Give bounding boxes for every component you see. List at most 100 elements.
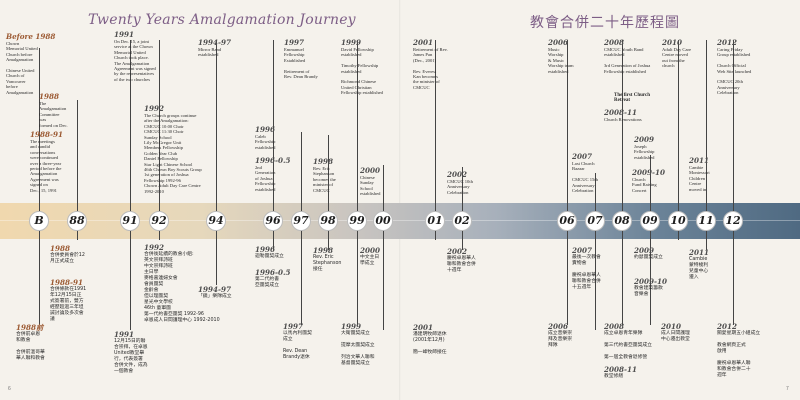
event-text: CMCUC 10th Anniversary Celebration	[447, 179, 473, 195]
event-year: 1996-0.5	[255, 156, 291, 165]
connector-line-down	[77, 231, 78, 240]
event-text: The Amalgamation Committee was formed on…	[39, 101, 68, 128]
connector-line-down	[130, 231, 131, 330]
connector-line-down	[462, 231, 463, 250]
event-year: 2009	[634, 246, 655, 255]
event-text: 大衛團契成立 提摩太團契成立 列治文華人聯和 基督團契成立	[341, 331, 375, 366]
timeline-node: 09	[640, 211, 660, 231]
event-year: 2010	[662, 38, 683, 47]
connector-line-down	[706, 231, 707, 250]
event-text: 2nd Generation of Joshua Fellowship esta…	[255, 165, 276, 192]
event-year: 1992	[144, 104, 165, 113]
event-text: Rev. Eric Stephanson 接任	[313, 255, 342, 272]
event-year: 1997	[283, 322, 304, 331]
event-text: Adult Day Care Centre moved out from the…	[662, 47, 692, 69]
event-text: The meetings and candid conversations we…	[30, 139, 62, 193]
event-text: 12月15日的聯 合崇拜，在卓恩 United教堂舉 行，代表簽署 合併文件，成…	[114, 339, 148, 374]
event-year: 1999	[341, 322, 362, 331]
event-zh: 1994-97「鏡」樂隊成立	[198, 285, 232, 300]
event-year: 2001	[413, 323, 434, 332]
connector-line-up	[159, 40, 160, 211]
event-year: 2007	[572, 152, 593, 161]
connector-line-down	[39, 231, 40, 325]
event-year: 2007	[572, 246, 593, 255]
connector-line-up	[462, 167, 463, 211]
event-text: Mirror Band established	[198, 47, 222, 58]
event-year: 2002	[447, 247, 468, 256]
event-year: 2009-10	[634, 277, 667, 286]
event-year: 2008-11	[604, 365, 637, 374]
connector-line-up	[301, 132, 302, 211]
connector-line-down	[383, 231, 384, 330]
event-year: 2006	[548, 322, 569, 331]
event-text: 教堂修繕	[604, 374, 624, 379]
event-year: 2012	[717, 38, 738, 47]
event-text: 「鏡」樂隊成立	[198, 294, 232, 299]
event-year: 1997	[284, 38, 305, 47]
timeline-node: 88	[67, 211, 87, 231]
event-text: Caleb Fellowship established	[255, 134, 276, 150]
page-number-left: 6	[8, 386, 11, 392]
event-text: 以馬內利團契 成立 Rev. Dean Brandy退休	[283, 331, 312, 360]
event-year: 1994-97	[198, 285, 231, 294]
event-text: Caring Friday Group established Church O…	[717, 47, 752, 96]
connector-line-down	[733, 231, 734, 325]
event-text: 成立卓恩青年樂隊 第三代約書亞團契成立 第一屆全教會退修營	[604, 331, 652, 360]
connector-line-down	[435, 231, 436, 240]
event-text: 慶祝卓恩華人 聯和教會合併 十週年	[447, 256, 476, 273]
event-year: 1998	[313, 157, 334, 166]
timeline-node: 99	[347, 211, 367, 231]
connector-line-up	[273, 40, 274, 211]
event-text: Emmanuel Fellowship Established Retireme…	[284, 47, 318, 80]
event-year: 1996	[255, 245, 276, 254]
page-number-right: 7	[786, 386, 789, 392]
event-text: 合併條款在1991 年12月15日正 式簽署前，雙方 經歷超過三年坦 誠討論及多…	[50, 287, 87, 322]
connector-line-down	[301, 231, 302, 325]
event-text: 成人日間護理 中心遷出教堂	[661, 331, 690, 342]
timeline-node: 12	[723, 211, 743, 231]
connector-line-down	[159, 231, 160, 240]
event-text: 潘建明牧師退休 (2001年12月) 簡一峰牧師接任	[413, 332, 447, 355]
event-year: 1988-91	[30, 130, 63, 139]
connector-line-down	[328, 231, 329, 250]
connector-line-up	[595, 173, 596, 211]
event-text: 最後一次教會 賣物會 慶祝卓恩華人 聯和教會合併 十五週年	[572, 255, 601, 290]
connector-line-up	[435, 40, 436, 211]
event-year: 2008-11	[604, 108, 637, 117]
timeline-node: 97	[291, 211, 311, 231]
connector-line-up	[733, 40, 734, 211]
timeline-node: 01	[425, 211, 445, 231]
event-year: 2011	[689, 156, 710, 165]
connector-line-down	[595, 231, 596, 330]
event-en: The first Church Retreat	[614, 93, 650, 104]
event-year: 1996	[255, 125, 276, 134]
event-text: The Church groups continue after the Ama…	[144, 113, 202, 194]
event-year: 1994-97	[198, 38, 231, 47]
chinese-title: 教會合併二十年歷程圖	[530, 15, 680, 31]
event-text: Cambie 蒙特梭利 兒童中心 遷入	[689, 257, 709, 280]
